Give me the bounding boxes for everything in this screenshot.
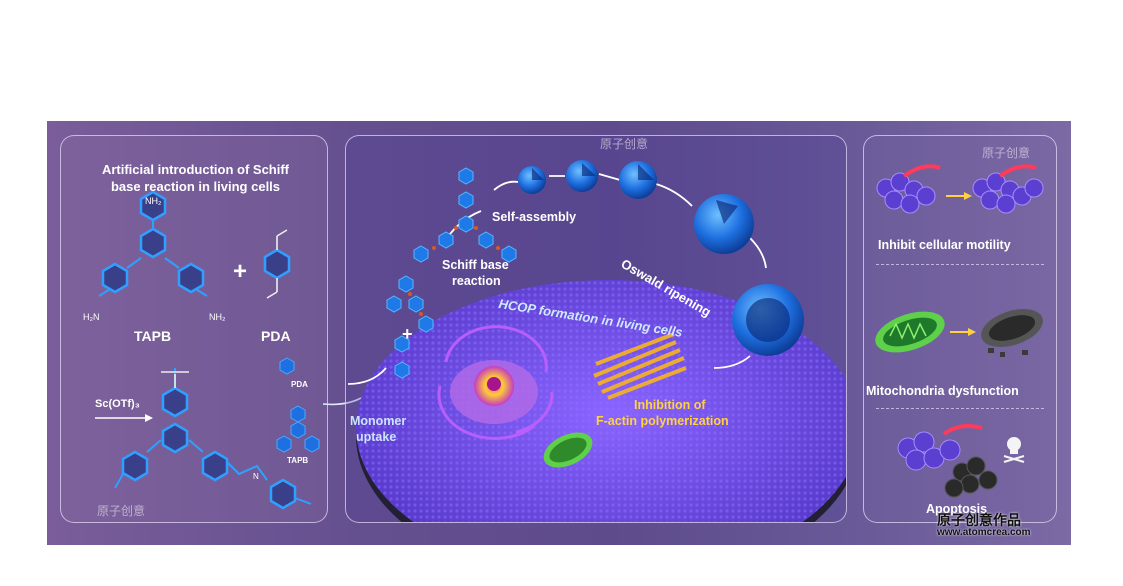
right-panel: Inhibit cellular motility Mitochondria d… [863, 135, 1057, 523]
schiff-base-label-line1: Schiff base [442, 258, 509, 272]
left-panel: Artificial introduction of Schiff base r… [60, 135, 362, 523]
pda-small-label: PDA [291, 380, 308, 389]
nh2-top-label: NH₂ [145, 196, 162, 206]
watermark-center: 原子创意 [600, 137, 649, 151]
cell-membrane-scene [347, 160, 846, 522]
monomer-uptake-line1: Monomer [350, 414, 407, 428]
apoptosis-label: Apoptosis [926, 502, 988, 516]
inhibition-label-line1: Inhibition of [634, 398, 706, 412]
watermark-left: 原子创意 [97, 504, 146, 518]
nh2-right-label: NH₂ [209, 312, 226, 322]
nh2-left-label: H₂N [83, 312, 100, 322]
watermark-right: 原子创意 [982, 146, 1031, 160]
plus-sign: + [233, 258, 248, 285]
divider-bottom [876, 408, 1044, 409]
center-panel: Self-assembly Schiff base reaction Oswal… [345, 135, 847, 523]
schiff-base-label-line2: reaction [452, 274, 501, 288]
left-title-line2: base reaction in living cells [110, 179, 281, 194]
self-assembly-label: Self-assembly [492, 210, 577, 224]
catalyst-label: Sc(OTf)₃ [95, 398, 140, 410]
cell-effects-illustrations [875, 164, 1044, 498]
n-atom-label: N [253, 472, 259, 481]
tapb-small-label: TAPB [287, 456, 309, 465]
left-title-line1: Artificial introduction of Schiff [101, 162, 290, 177]
url-watermark: www.atomcrea.com [937, 527, 1031, 538]
chemical-structures [95, 190, 362, 510]
logo-watermark: 原子创意作品 [937, 512, 1021, 528]
tapb-label: TAPB [134, 328, 172, 344]
figure: Artificial introduction of Schiff base r… [47, 121, 1071, 545]
pda-label: PDA [261, 328, 291, 344]
divider-top [876, 264, 1044, 265]
motility-label: Inhibit cellular motility [878, 238, 1011, 252]
mito-dysfunction-label: Mitochondria dysfunction [866, 384, 1019, 398]
plus-sign-center: + [402, 324, 413, 344]
inhibition-label-line2: F-actin polymerization [596, 414, 729, 428]
monomer-uptake-line2: uptake [356, 430, 397, 444]
